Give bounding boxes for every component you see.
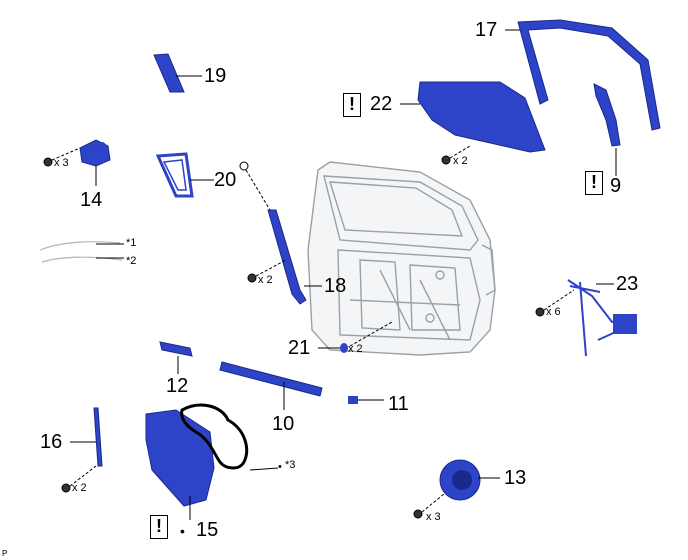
callout-19: 19 (204, 65, 227, 87)
part-22-door-glass (417, 81, 546, 153)
callout-9: 9 (610, 175, 622, 197)
callout-11: 11 (388, 393, 409, 415)
qty-22: x 2 (453, 155, 468, 167)
bolt-icons (43, 155, 545, 519)
warning-icon: ! (343, 93, 361, 117)
callout-16: 16 (40, 431, 63, 453)
note-1: *1 (126, 237, 137, 249)
part-12-bracket (159, 341, 193, 357)
callout-15: 15 (196, 519, 219, 541)
warning-icon: ! (150, 515, 168, 539)
callout-20: 20 (214, 169, 237, 191)
note-3: *3 (285, 459, 296, 471)
callout-14: 14 (80, 189, 103, 211)
part-19-quarter-trim (153, 53, 185, 93)
callout-23: 23 (616, 273, 639, 295)
part-21-cap (340, 343, 348, 353)
rear-door-panel (307, 161, 496, 356)
bullet: • (278, 461, 282, 473)
callout-18: 18 (324, 275, 347, 297)
note-2: *2 (126, 255, 137, 267)
callout-17: 17 (475, 19, 498, 41)
callout-21: 21 (288, 337, 311, 359)
footer-code: P (2, 549, 8, 558)
part-18-trim-strip (267, 209, 307, 305)
qty-14: x 3 (54, 157, 69, 169)
part-9-division-bar (593, 83, 621, 147)
qty-16: x 2 (72, 482, 87, 494)
part-20-window-frame (155, 152, 194, 198)
part-23-window-regulator (567, 279, 637, 357)
qty-21: x 2 (348, 343, 363, 355)
callout-10: 10 (272, 413, 295, 435)
bullet: • (180, 523, 185, 539)
leader-lines (70, 29, 617, 520)
dashed-leaders (51, 145, 575, 513)
part-16-strip (93, 407, 103, 467)
part-17-glass-run (517, 19, 661, 131)
warning-icon: ! (585, 171, 603, 195)
qty-18: x 2 (258, 274, 273, 286)
part-15-service-cover (145, 403, 249, 507)
qty-13: x 3 (426, 511, 441, 523)
part-14-handle-frame (79, 139, 111, 167)
part-11-clip (348, 396, 358, 404)
part-10-belt-moulding (219, 361, 323, 397)
part-13-speaker (439, 459, 481, 501)
callout-12: 12 (166, 375, 189, 397)
qty-23: x 6 (546, 306, 561, 318)
callout-22: 22 (370, 93, 393, 115)
callout-13: 13 (504, 467, 527, 489)
wire-harness-lines (39, 241, 123, 263)
